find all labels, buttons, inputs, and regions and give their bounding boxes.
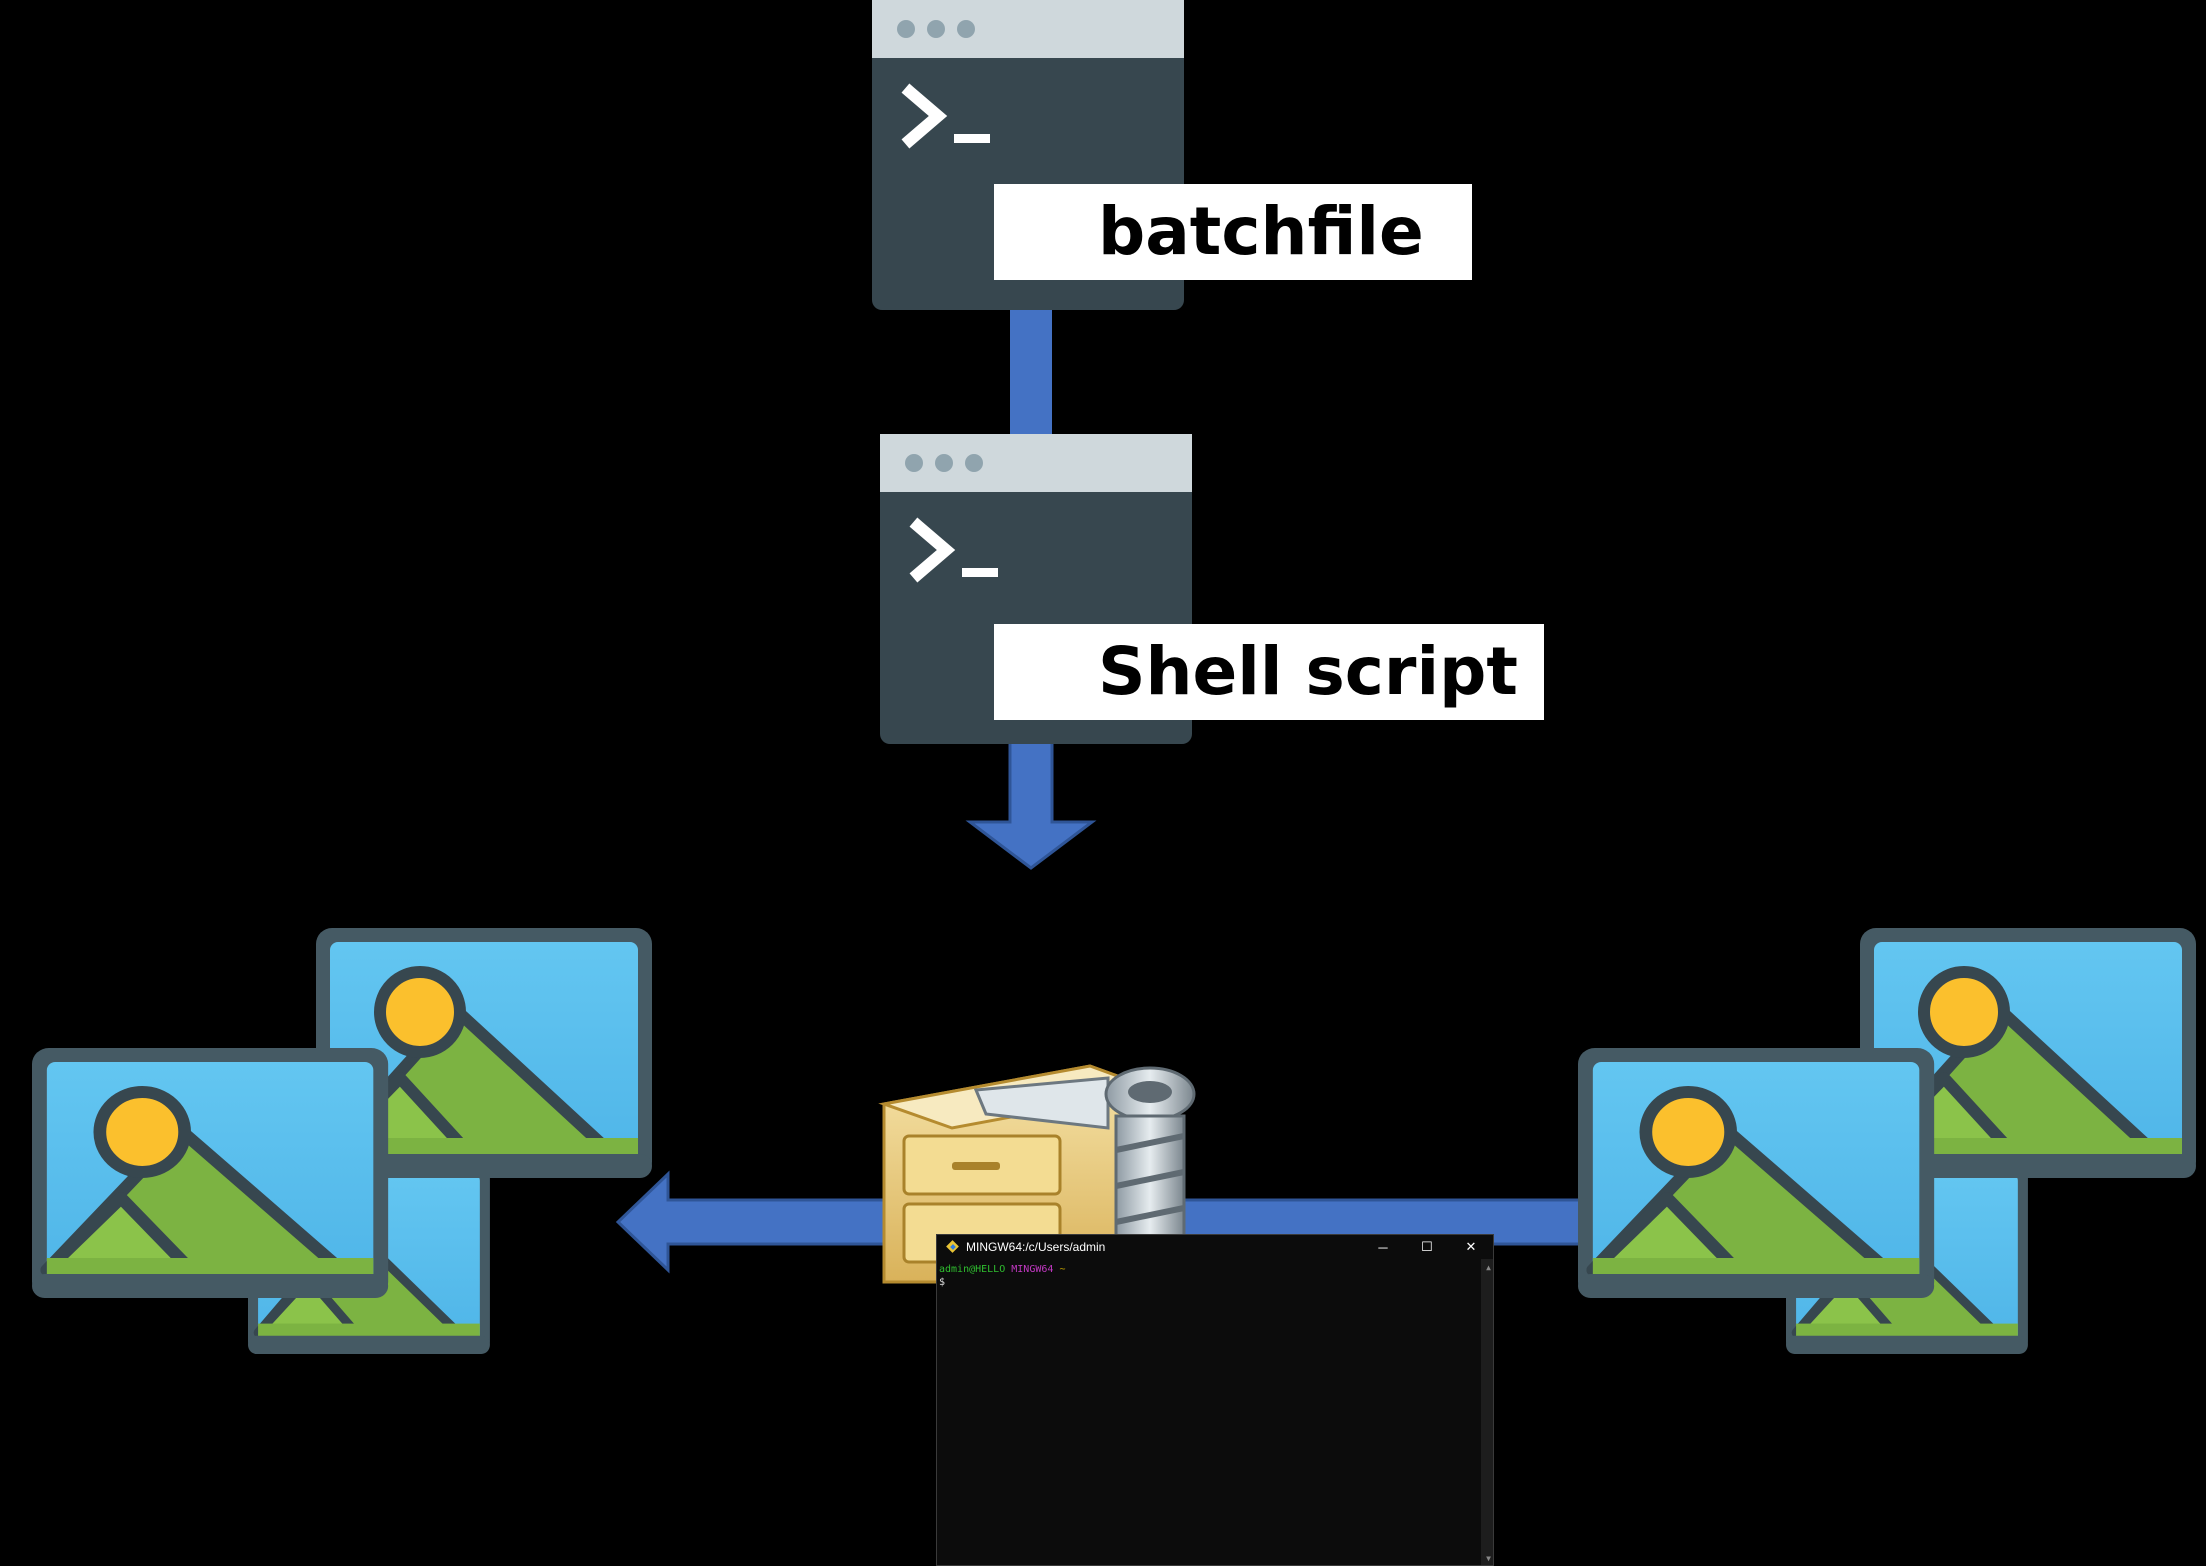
terminal-body[interactable]: admin@HELLO MINGW64 ~ $ (937, 1259, 1493, 1293)
scroll-down-icon[interactable]: ▼ (1486, 1554, 1491, 1563)
image-stack-icon (1578, 928, 2196, 1354)
minimize-button[interactable]: ─ (1378, 1239, 1388, 1255)
terminal-title: MINGW64:/c/Users/admin (966, 1240, 1106, 1254)
shell-script-label: Shell script (994, 624, 1544, 720)
terminal-titlebar[interactable]: MINGW64:/c/Users/admin ─ ☐ ✕ (937, 1235, 1493, 1259)
prompt-user: admin@HELLO (939, 1264, 1006, 1275)
image-stack-icon (32, 928, 652, 1354)
prompt-line: admin@HELLO MINGW64 ~ (939, 1263, 1491, 1276)
prompt-symbol: $ (939, 1277, 946, 1288)
git-bash-icon (947, 1241, 959, 1253)
scroll-up-icon[interactable]: ▲ (1486, 1263, 1491, 1272)
arrow-shell-down (965, 736, 1097, 870)
prompt-path: ~ (1059, 1264, 1066, 1275)
close-button[interactable]: ✕ (1465, 1239, 1477, 1254)
arrow-batch-to-shell (1010, 300, 1052, 440)
archive-cabinet-screw-icon (878, 1064, 1196, 1284)
batchfile-label: batchfile (994, 184, 1472, 280)
arrow-to-left-images (615, 1170, 904, 1274)
maximize-button[interactable]: ☐ (1421, 1239, 1433, 1254)
terminal-scrollbar[interactable] (1481, 1259, 1493, 1565)
terminal-window[interactable]: MINGW64:/c/Users/admin ─ ☐ ✕ admin@HELLO… (936, 1234, 1494, 1566)
prompt-host: MINGW64 (1011, 1264, 1054, 1275)
